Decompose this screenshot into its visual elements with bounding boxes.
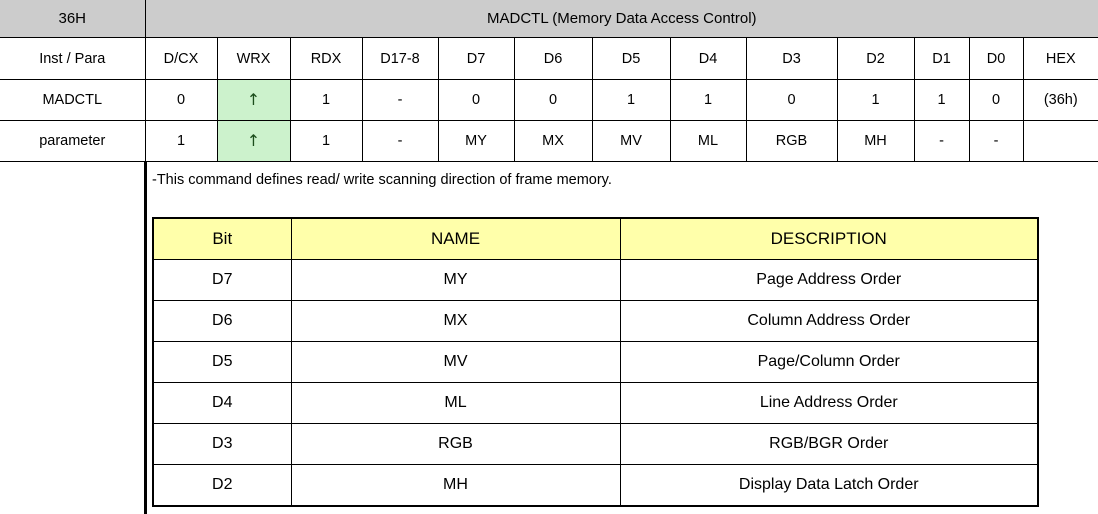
description-cell: Page Address Order: [619, 259, 1039, 301]
param-d4: ML: [669, 120, 747, 162]
header-d3: D3: [745, 37, 838, 80]
table-row: D4 ML Line Address Order: [152, 382, 1039, 424]
header-d4: D4: [669, 37, 747, 80]
name-column-header: NAME: [290, 217, 621, 260]
name-cell: MX: [290, 300, 621, 342]
command-note: -This command defines read/ write scanni…: [152, 172, 612, 188]
description-cell: RGB/BGR Order: [619, 423, 1039, 465]
madctl-row: MADCTL 0 ↑ 1 - 0 0 1 1 0 1 1 0 (36h): [0, 79, 1098, 121]
header-d6: D6: [513, 37, 593, 80]
header-d5: D5: [591, 37, 671, 80]
command-signal-table: 36H MADCTL (Memory Data Access Control) …: [0, 0, 1098, 162]
param-d1: -: [913, 120, 970, 162]
madctl-d5: 1: [591, 79, 671, 121]
bit-cell: D4: [152, 382, 292, 424]
signal-header-row: Inst / Para D/CX WRX RDX D17-8 D7 D6 D5 …: [0, 37, 1098, 80]
header-d1: D1: [913, 37, 970, 80]
row-label-madctl: MADCTL: [0, 79, 146, 121]
header-d2: D2: [836, 37, 915, 80]
name-cell: ML: [290, 382, 621, 424]
header-d0: D0: [968, 37, 1024, 80]
table-row: D2 MH Display Data Latch Order: [152, 464, 1039, 507]
description-cell: Display Data Latch Order: [619, 464, 1039, 507]
madctl-d17-8: -: [361, 79, 439, 121]
parameter-row: parameter 1 ↑ 1 - MY MX MV ML RGB MH - -: [0, 120, 1098, 162]
bit-cell: D2: [152, 464, 292, 507]
command-code-cell: 36H: [0, 0, 146, 38]
description-column-header: DESCRIPTION: [619, 217, 1039, 260]
bit-cell: D3: [152, 423, 292, 465]
param-dcx: 1: [144, 120, 218, 162]
madctl-d2: 1: [836, 79, 915, 121]
header-hex: HEX: [1022, 37, 1098, 80]
command-title-cell: MADCTL (Memory Data Access Control): [144, 0, 1098, 38]
left-margin-rule: [143, 161, 147, 514]
param-d2: MH: [836, 120, 915, 162]
bit-cell: D6: [152, 300, 292, 342]
madctl-d4: 1: [669, 79, 747, 121]
description-cell: Page/Column Order: [619, 341, 1039, 383]
name-cell: MH: [290, 464, 621, 507]
table-row: D7 MY Page Address Order: [152, 259, 1039, 301]
bit-column-header: Bit: [152, 217, 292, 260]
description-cell: Column Address Order: [619, 300, 1039, 342]
bit-description-table: Bit NAME DESCRIPTION D7 MY Page Address …: [152, 217, 1039, 507]
param-d0: -: [968, 120, 1024, 162]
description-cell: Line Address Order: [619, 382, 1039, 424]
madctl-d1: 1: [913, 79, 970, 121]
madctl-dcx: 0: [144, 79, 218, 121]
command-title-row: 36H MADCTL (Memory Data Access Control): [0, 0, 1098, 38]
bit-cell: D7: [152, 259, 292, 301]
param-rdx: 1: [289, 120, 363, 162]
header-inst-para: Inst / Para: [0, 37, 146, 80]
param-d3: RGB: [745, 120, 838, 162]
row-label-parameter: parameter: [0, 120, 146, 162]
madctl-d0: 0: [968, 79, 1024, 121]
header-d17-8: D17-8: [361, 37, 439, 80]
table-row: D3 RGB RGB/BGR Order: [152, 423, 1039, 465]
madctl-hex: (36h): [1022, 79, 1098, 121]
param-wrx: ↑: [216, 120, 291, 162]
madctl-d7: 0: [437, 79, 515, 121]
madctl-wrx: ↑: [216, 79, 291, 121]
header-dcx: D/CX: [144, 37, 218, 80]
madctl-d3: 0: [745, 79, 838, 121]
bit-cell: D5: [152, 341, 292, 383]
param-d17-8: -: [361, 120, 439, 162]
bit-table-header-row: Bit NAME DESCRIPTION: [152, 217, 1039, 260]
name-cell: MY: [290, 259, 621, 301]
header-rdx: RDX: [289, 37, 363, 80]
param-d7: MY: [437, 120, 515, 162]
madctl-d6: 0: [513, 79, 593, 121]
name-cell: RGB: [290, 423, 621, 465]
table-row: D5 MV Page/Column Order: [152, 341, 1039, 383]
madctl-rdx: 1: [289, 79, 363, 121]
table-row: D6 MX Column Address Order: [152, 300, 1039, 342]
header-wrx: WRX: [216, 37, 291, 80]
name-cell: MV: [290, 341, 621, 383]
param-d5: MV: [591, 120, 671, 162]
header-d7: D7: [437, 37, 515, 80]
param-hex: [1022, 120, 1098, 162]
arrow-up-icon: ↑: [246, 130, 261, 150]
arrow-up-icon: ↑: [246, 89, 261, 109]
param-d6: MX: [513, 120, 593, 162]
